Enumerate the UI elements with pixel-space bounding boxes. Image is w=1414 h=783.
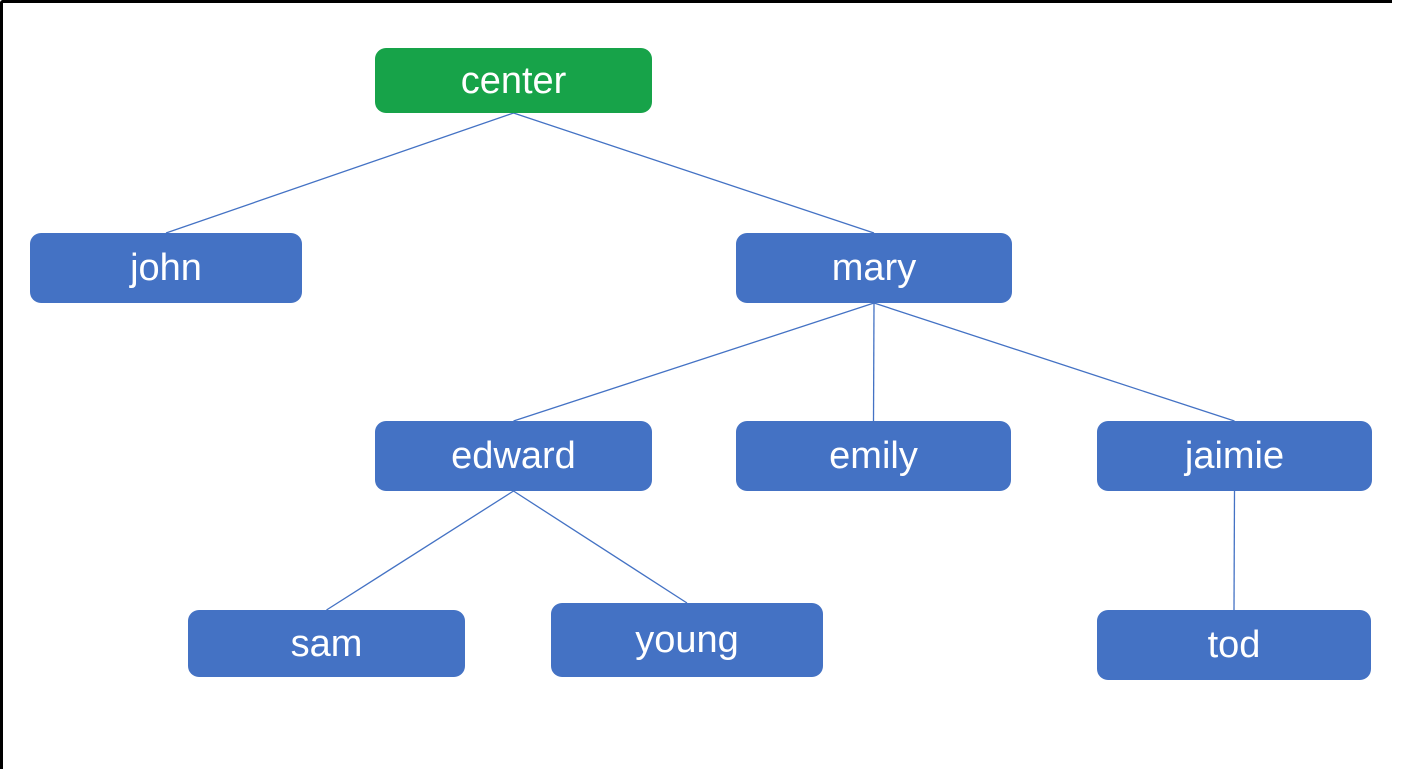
connector-center-mary [513, 112, 875, 234]
tree-node-label: tod [1207, 624, 1261, 666]
tree-node-center[interactable]: center [375, 48, 652, 113]
tree-node-john[interactable]: john [30, 233, 302, 303]
tree-node-label: mary [831, 247, 917, 289]
connector-mary-jaimie [873, 302, 1235, 422]
tree-node-young[interactable]: young [551, 603, 823, 677]
tree-node-tod[interactable]: tod [1097, 610, 1371, 680]
tree-node-sam[interactable]: sam [188, 610, 465, 677]
connector-edward-sam [326, 490, 514, 611]
tree-node-label: edward [451, 435, 576, 477]
connector-mary-edward [513, 302, 875, 422]
connector-center-john [165, 112, 514, 234]
tree-node-label: jaimie [1184, 435, 1285, 477]
tree-node-label: sam [290, 622, 363, 665]
connector-mary-emily [872, 302, 875, 422]
tree-node-edward[interactable]: edward [375, 421, 652, 491]
tree-node-label: center [460, 59, 567, 102]
connector-jaimie-tod [1233, 490, 1236, 611]
tree-node-jaimie[interactable]: jaimie [1097, 421, 1372, 491]
frame-border-top [0, 0, 1392, 3]
tree-node-emily[interactable]: emily [736, 421, 1011, 491]
connector-edward-young [513, 490, 688, 604]
tree-node-mary[interactable]: mary [736, 233, 1012, 303]
frame-border-left [0, 0, 3, 769]
tree-node-label: young [635, 619, 739, 661]
tree-node-label: emily [829, 435, 918, 477]
tree-node-label: john [130, 247, 202, 289]
